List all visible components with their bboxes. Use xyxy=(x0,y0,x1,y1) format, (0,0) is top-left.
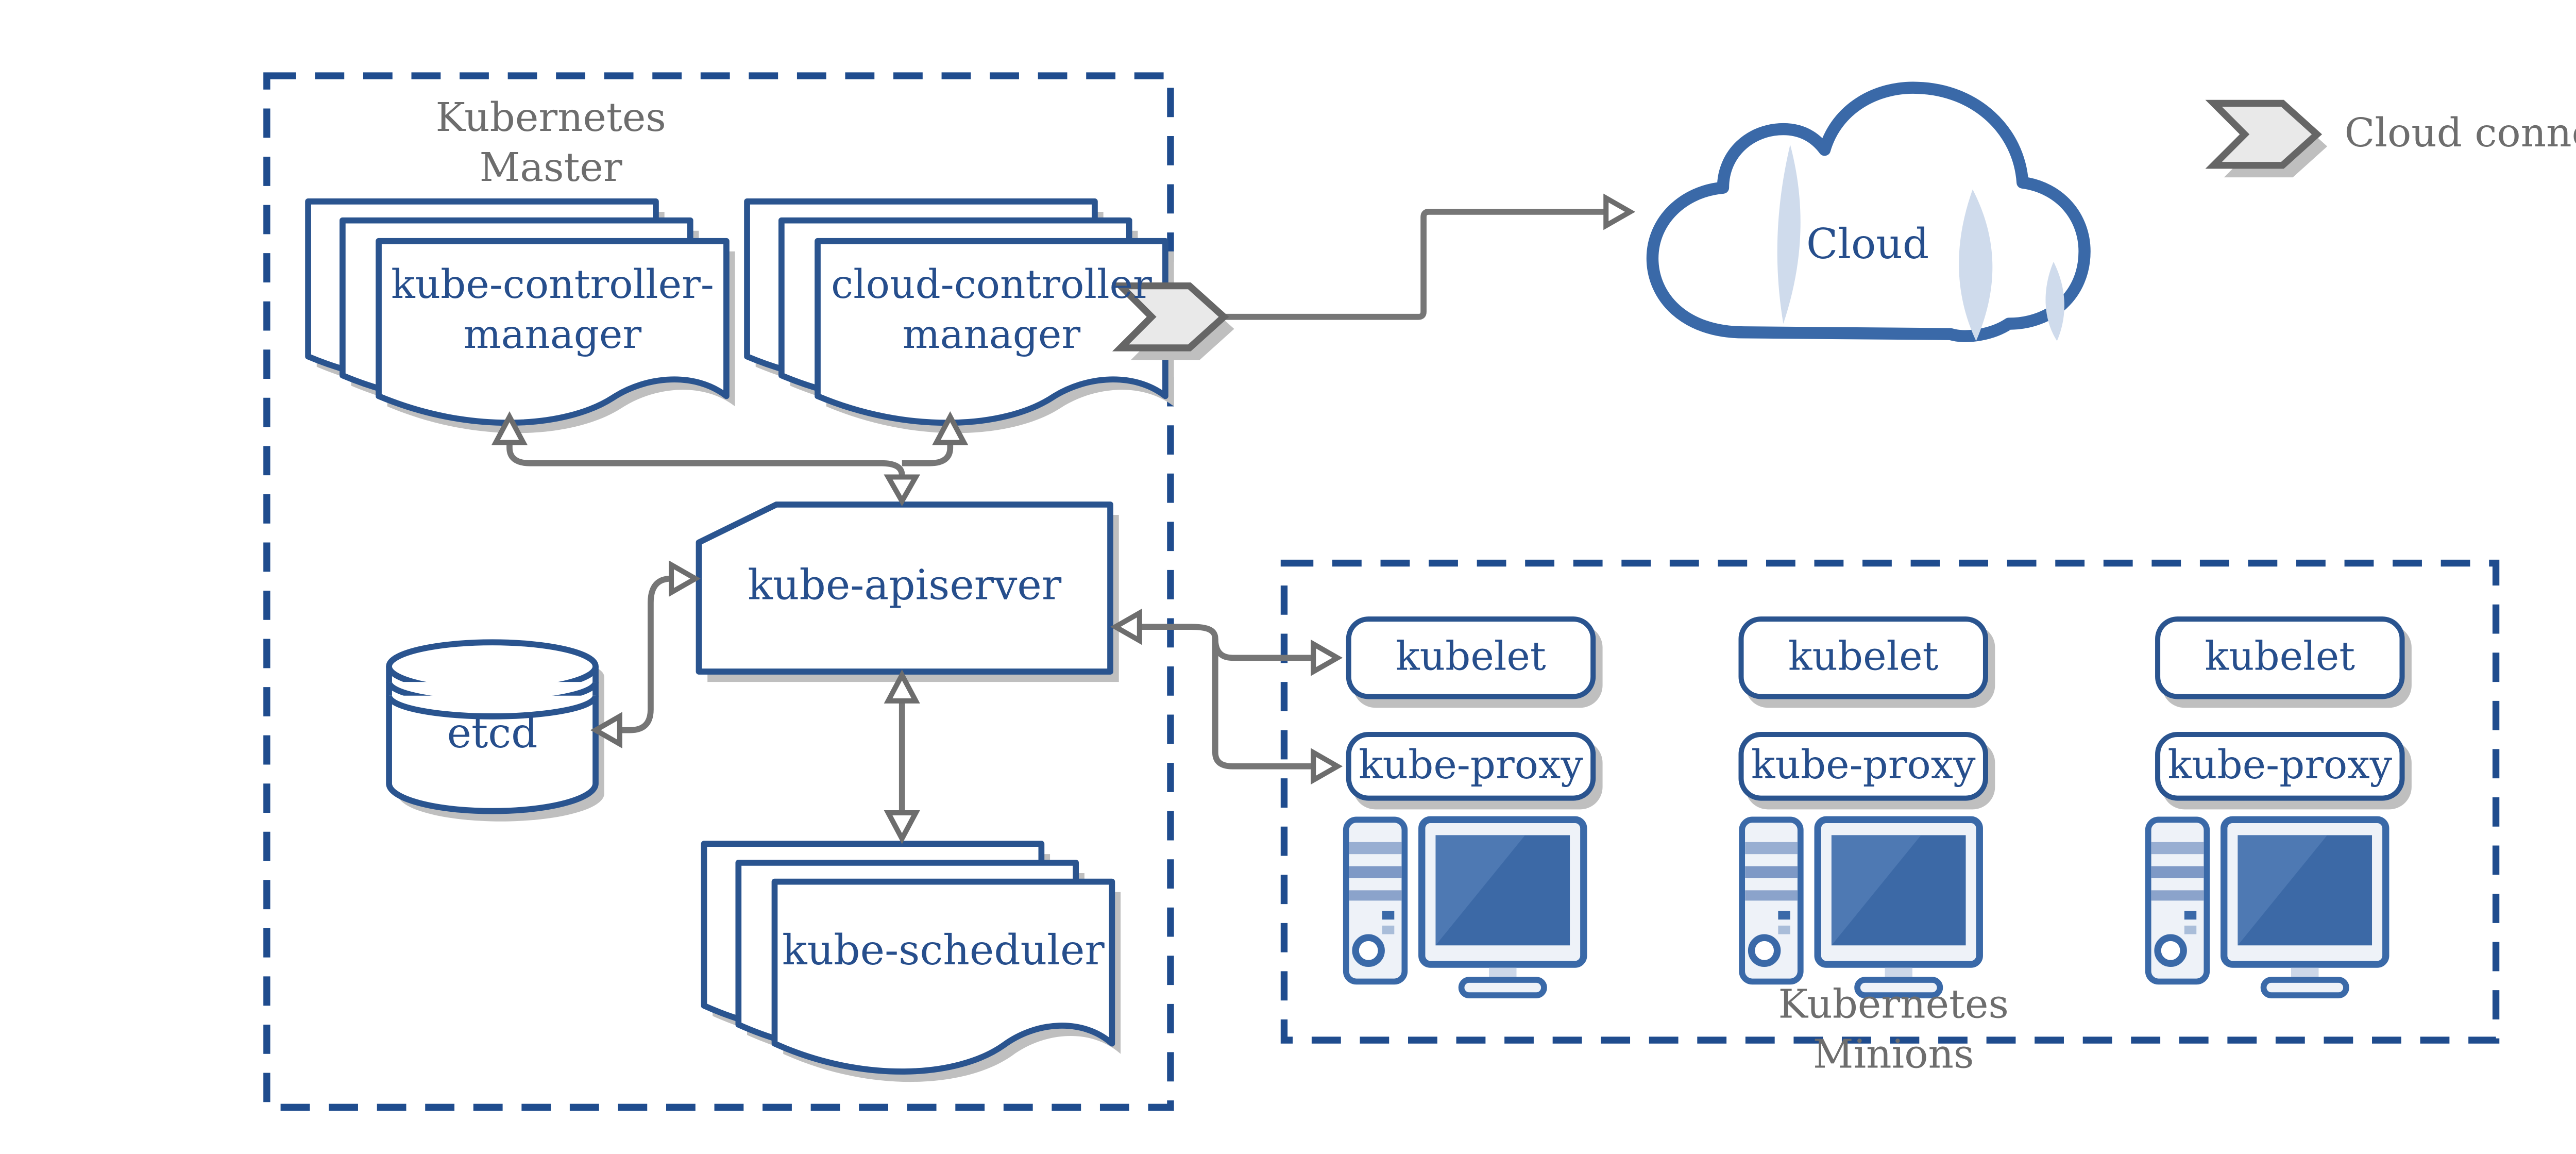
arrowhead-into-cloud xyxy=(1603,193,1636,230)
minions-title: Kubernetes Minions xyxy=(1739,981,2048,1083)
kubelet-box-node3: kubelet xyxy=(2155,616,2405,699)
cloud-controller-manager-label: cloud-controller manager xyxy=(821,262,1162,363)
kube-apiserver-label: kube-apiserver xyxy=(748,561,1062,610)
computer-icon-node2 xyxy=(1742,819,1979,995)
arrow-controllers-apiserver xyxy=(491,411,969,507)
computer-icon-node3 xyxy=(2148,819,2386,995)
kube-apiserver-shape xyxy=(696,501,1119,682)
arrow-apiserver-minions xyxy=(1110,608,1343,785)
minions-title-line2: Minions xyxy=(1812,1034,1974,1079)
kube-controller-manager-line1: kube-controller- xyxy=(391,263,714,309)
computer-icon-node1 xyxy=(1346,819,1584,995)
arrow-apiserver-scheduler xyxy=(884,670,920,844)
arrow-apiserver-etcd xyxy=(590,560,701,748)
etcd-cylinder-shape xyxy=(386,639,604,822)
cloud-label: Cloud xyxy=(1806,220,1929,269)
cloud-controller-manager-line2: manager xyxy=(902,314,1081,359)
legend-label: Cloud connector xyxy=(2344,112,2576,157)
kube-controller-manager-label: kube-controller- manager xyxy=(382,262,723,363)
kube-scheduler-label: kube-scheduler xyxy=(782,926,1105,975)
master-title: Kubernetes Master xyxy=(387,95,715,196)
etcd-label: etcd xyxy=(447,709,538,758)
kubelet-box-node2: kubelet xyxy=(1738,616,1988,699)
kubelet-box-node1: kubelet xyxy=(1346,616,1596,699)
minions-boundary xyxy=(1280,559,2500,1044)
minions-title-line1: Kubernetes xyxy=(1778,983,2009,1028)
kube-controller-manager-line2: manager xyxy=(463,314,642,359)
kube-proxy-box-node2: kube-proxy xyxy=(1738,731,1988,801)
legend-chevron-icon xyxy=(2214,103,2328,178)
cloud-shape xyxy=(1646,81,2091,342)
kube-proxy-box-node3: kube-proxy xyxy=(2155,731,2405,801)
master-boundary xyxy=(263,72,1174,1111)
master-title-line1: Kubernetes xyxy=(435,96,666,141)
arrow-cloud-controller-to-cloud xyxy=(1224,209,1606,320)
master-title-line2: Master xyxy=(479,147,622,192)
kube-proxy-box-node1: kube-proxy xyxy=(1346,731,1596,801)
cloud-controller-manager-line1: cloud-controller xyxy=(831,263,1152,309)
